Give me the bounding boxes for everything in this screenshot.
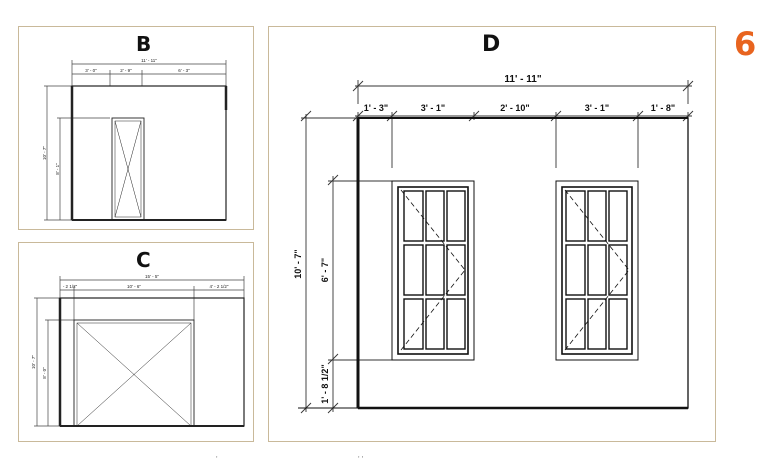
b-dim-height-total: 10' - 7" — [42, 146, 47, 160]
c-dim-seg2: 10' - 6" — [127, 284, 141, 289]
footer-mark: ' — [216, 455, 218, 464]
c-dim-height-door: 8' - 0" — [42, 367, 47, 379]
d-dim-height-window: 6' - 7" — [320, 258, 330, 282]
b-dim-seg1: 3' - 0" — [85, 68, 97, 73]
b-dim-height-door: 8' - 1" — [55, 163, 60, 175]
d-dim-seg1: 1' - 3" — [364, 103, 388, 113]
c-dim-seg3: 4' - 2 1/2" — [210, 284, 229, 289]
d-dim-seg3: 2' - 10" — [500, 103, 529, 113]
panel-c-frame — [18, 242, 254, 442]
panel-d-frame — [268, 26, 716, 442]
panel-c-label: C — [136, 248, 151, 272]
d-dim-height-total: 10' - 7" — [293, 249, 303, 278]
b-dim-seg3: 6' - 3" — [178, 68, 190, 73]
d-dim-overall: 11' - 11" — [504, 74, 541, 85]
b-dim-overall: 11' - 11" — [141, 58, 157, 63]
d-dim-seg4: 3' - 1" — [585, 103, 609, 113]
d-dim-seg2: 3' - 1" — [421, 103, 445, 113]
c-dim-seg1: - 2 1/2" — [63, 284, 78, 289]
c-dim-height-total: 10' - 7" — [31, 355, 36, 369]
footer-mark: ' ' — [358, 455, 364, 464]
panel-b-frame — [18, 26, 254, 230]
panel-d-label: D — [482, 32, 501, 57]
c-dim-overall: 15' - 5" — [145, 274, 159, 279]
b-dim-seg2: 2' - 9" — [120, 68, 132, 73]
d-dim-height-sill: 1' - 8 1/2" — [320, 364, 330, 403]
page-number: 6 — [734, 25, 757, 63]
d-dim-seg5: 1' - 8" — [651, 103, 675, 113]
panel-b-label: B — [136, 32, 152, 56]
